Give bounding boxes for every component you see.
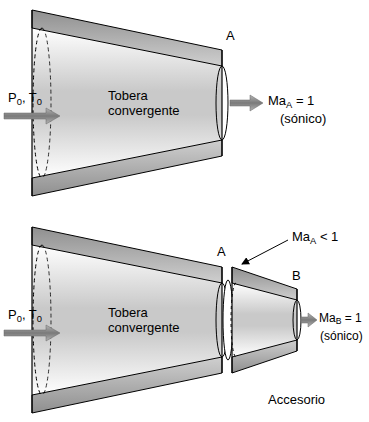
figure-label: MaA = 1 [268,93,314,113]
figure-label: A [226,28,235,44]
figure-label: Accesorio [268,392,325,408]
accessory-nozzle [231,267,301,373]
figure-label: A [217,244,226,260]
outlet-arrow [230,95,263,111]
figure-label: P0, T0 [8,90,42,110]
inlet-arrow [4,108,60,124]
figure-label: MaB = 1 [319,310,362,329]
inlet-arrow [4,325,60,341]
figure-label: P0, T0 [8,307,42,327]
figure-label: (sónico) [320,328,363,344]
converging-nozzle [32,227,228,413]
figure-label: (sónico) [280,111,326,127]
leader-line [242,240,288,264]
nozzle-name: Tobera convergente [108,305,194,335]
converging-nozzle [32,10,228,196]
outlet-arrow [301,313,317,327]
figure-label: MaA < 1 [292,229,338,249]
nozzle-name: Tobera convergente [108,88,194,118]
figure-label: B [292,268,301,284]
nozzle-label-box: Tobera convergente [108,88,196,118]
nozzle-label-box: Tobera convergente [108,305,196,335]
